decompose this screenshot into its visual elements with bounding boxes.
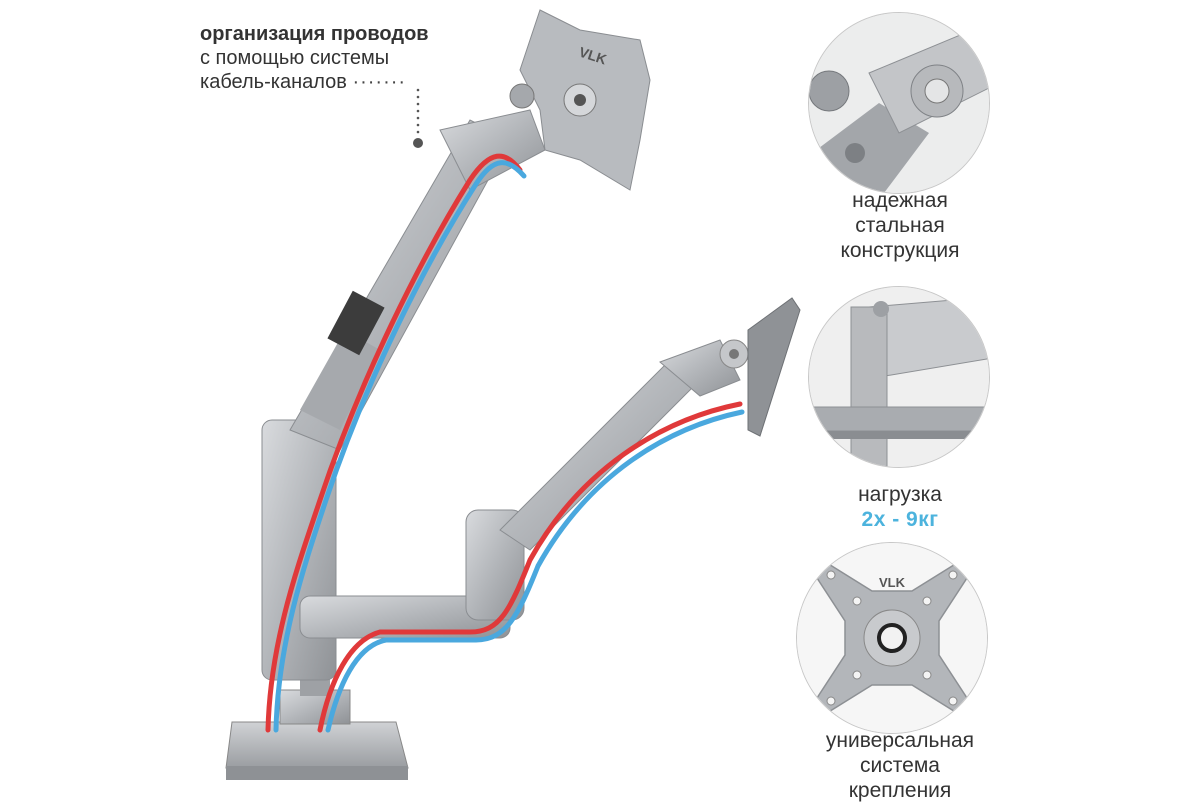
vlk-logo-plate: VLK — [879, 575, 906, 590]
cable-management-caption: организация проводов с помощью системы к… — [200, 22, 429, 94]
feature-3-line-3: крепления — [848, 779, 952, 802]
cables-lower — [317, 401, 745, 733]
steel-construction-caption: надежная стальная конструкция — [808, 188, 992, 263]
feature-2-line-1: нагрузка — [858, 483, 942, 506]
mounting-system-detail: VLK — [796, 542, 988, 734]
leader-dots: ······· — [352, 71, 407, 93]
feature-1-line-2: стальная — [855, 214, 945, 237]
feature-3-line-2: система — [860, 754, 940, 777]
lower-arm — [299, 339, 749, 639]
cables-upper — [265, 153, 527, 733]
mounting-caption: универсальная система крепления — [788, 728, 1012, 803]
load-capacity-detail — [808, 286, 990, 468]
feature-1-line-1: надежная — [852, 189, 948, 212]
lower-vesa-plate — [747, 297, 801, 437]
caption-line-2: с помощью системы — [200, 47, 390, 69]
upper-vesa-plate: VLK — [509, 9, 651, 191]
feature-3-line-1: универсальная — [825, 729, 975, 752]
feature-1-line-3: конструкция — [840, 239, 960, 262]
load-value: 2х - 9кг — [861, 508, 939, 531]
load-caption: нагрузка 2х - 9кг — [808, 482, 992, 532]
monitor-arm-product-image: VLK — [200, 0, 820, 800]
mount-post — [261, 419, 337, 681]
caption-line-1: организация проводов — [200, 23, 429, 45]
caption-line-3: кабель-каналов — [200, 71, 347, 93]
steel-construction-detail — [808, 12, 990, 194]
